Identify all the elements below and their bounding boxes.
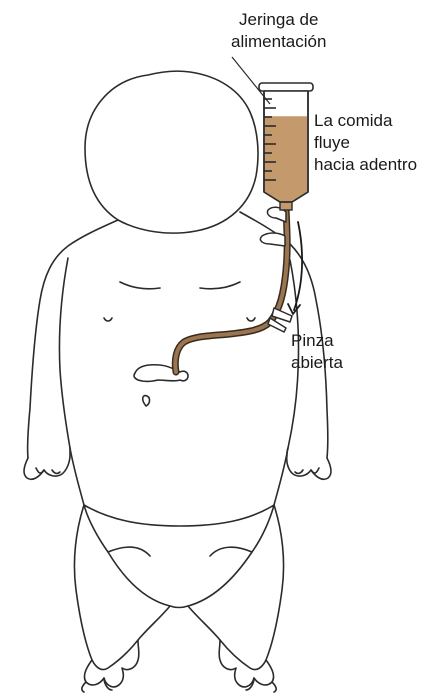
syringe-label-line-1: Jeringa de (231, 9, 326, 31)
baby-foot-right (219, 640, 273, 687)
baby-hand-left (24, 448, 70, 479)
syringe-tip (280, 202, 292, 210)
baby-belly-button (143, 396, 150, 406)
baby-head (85, 71, 258, 233)
clamp-label-line-2: abierta (291, 352, 343, 374)
baby-nipple-left (104, 318, 112, 321)
baby-leg-left (74, 505, 170, 670)
baby-foot-left (84, 640, 138, 687)
baby-diaper (84, 505, 274, 608)
baby-torso-right (274, 448, 288, 505)
clamp-label-line-1: Pinza (291, 330, 343, 352)
flow-label-line-3: hacia adentro (314, 154, 417, 176)
flow-label-line-2: fluye (314, 132, 417, 154)
syringe-food (265, 116, 307, 201)
syringe-label: Jeringa de alimentación (231, 9, 326, 53)
baby-shoulder-left (28, 220, 118, 458)
baby-arm-inner-left (59, 258, 70, 448)
flow-label-line-1: La comida (314, 110, 417, 132)
gtube-button (134, 365, 188, 382)
baby-nipple-right (247, 318, 255, 321)
baby-leg-right (188, 505, 284, 670)
syringe-leader-line (232, 57, 270, 104)
clamp-label: Pinza abierta (291, 330, 343, 374)
baby-torso-left (70, 448, 84, 505)
flow-label: La comida fluye hacia adentro (314, 110, 417, 176)
tube-clamp (268, 308, 292, 332)
syringe-label-line-2: alimentación (231, 31, 326, 53)
syringe-flange (259, 83, 313, 91)
baby-hand-right (287, 448, 331, 479)
feeding-syringe (259, 83, 313, 210)
